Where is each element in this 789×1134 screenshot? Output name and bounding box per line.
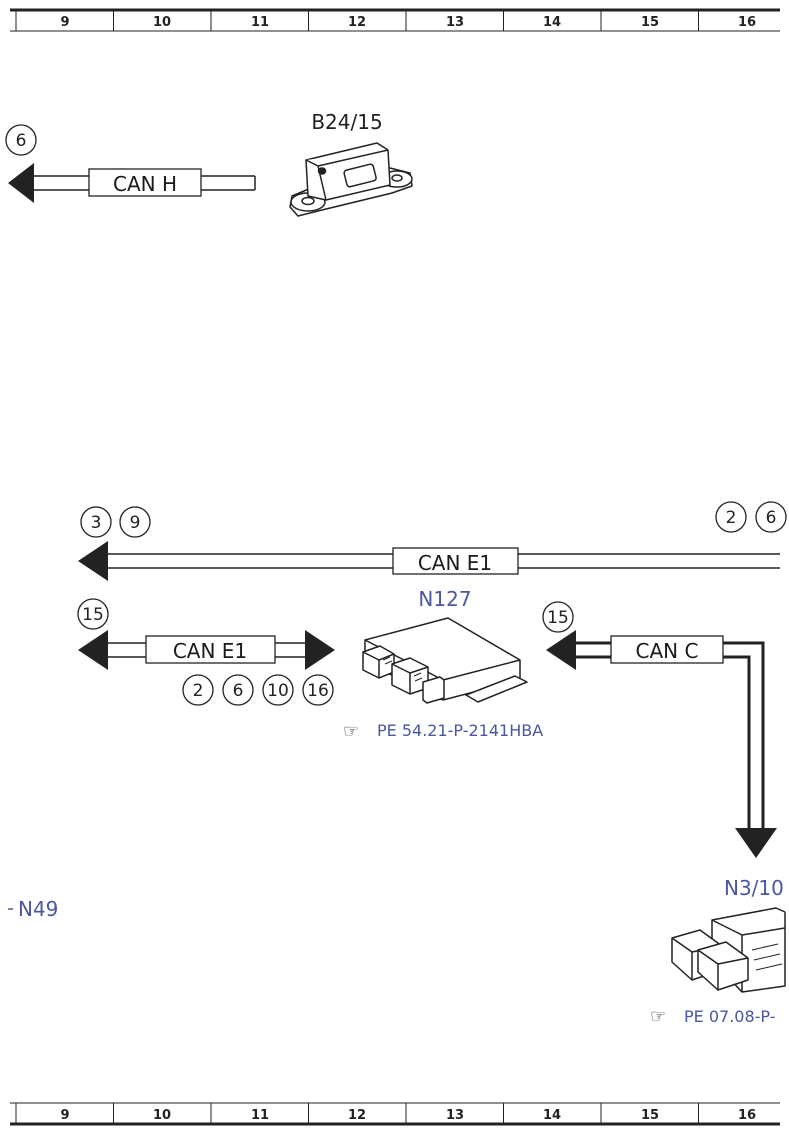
ruler-col-12: 12 [348, 15, 366, 30]
ruler-col-15: 15 [641, 15, 659, 30]
ref-circle-label: 15 [82, 605, 104, 625]
ruler-col-14: 14 [543, 15, 561, 30]
ruler-col-9: 9 [60, 1108, 69, 1123]
can-e1-mid-bus: 15 CAN E1 2 6 10 16 [77, 598, 335, 706]
ruler-col-16: 16 [738, 1108, 756, 1123]
n49-label: N49 [18, 897, 58, 921]
can-e1-top-label: CAN E1 [418, 551, 492, 575]
top-ruler: 9 10 11 12 13 14 15 16 [10, 8, 780, 32]
reference-hand-icon: ☞ [650, 1006, 666, 1027]
ref-circle [715, 501, 747, 533]
ref-circle-label: 6 [766, 508, 777, 528]
ref-circle [542, 601, 574, 633]
ref-circle-label: 6 [16, 131, 27, 151]
engine-control-unit-icon [671, 907, 786, 993]
ruler-col-10: 10 [153, 15, 171, 30]
ref-circle [262, 674, 294, 706]
ruler-col-9: 9 [60, 15, 69, 30]
ref-circle-label: 3 [91, 513, 102, 533]
ref-circle [119, 506, 151, 538]
arrow-left-icon [8, 163, 34, 203]
n3-10-label: N3/10 [724, 876, 784, 900]
ref-circle [80, 506, 112, 538]
ruler-col-13: 13 [446, 1108, 464, 1123]
b24-15-label: B24/15 [311, 110, 382, 134]
can-c-bus: 15 CAN C [542, 601, 777, 858]
can-e1-top-bus: 3 9 2 6 CAN E1 [78, 501, 787, 581]
can-h-bus: 6 CAN H [5, 124, 256, 203]
bus-label-box [88, 168, 202, 197]
ruler-col-11: 11 [251, 15, 269, 30]
can-e1-mid-label: CAN E1 [173, 639, 247, 663]
n127-component: N127 ☞ PE 54.21-P-2141HBA [343, 587, 543, 742]
ruler-col-10: 10 [153, 1108, 171, 1123]
arrow-left-icon [546, 630, 576, 670]
can-h-label: CAN H [113, 172, 177, 196]
ref-circle [222, 674, 254, 706]
ref-circle-label: 15 [547, 608, 569, 628]
ref-circle [77, 598, 109, 630]
n127-label: N127 [418, 587, 471, 611]
ref-circle-label: 2 [726, 508, 737, 528]
n3-10-reference: PE 07.08-P- [684, 1007, 776, 1026]
arrow-left-icon [78, 630, 108, 670]
b24-15-component: B24/15 [289, 110, 413, 217]
ruler-col-14: 14 [543, 1108, 561, 1123]
ref-circle [5, 124, 37, 156]
ref-circle-label: 10 [267, 681, 289, 701]
bus-label-box [392, 547, 519, 575]
arrow-left-icon [78, 541, 108, 581]
arrow-right-icon [305, 630, 335, 670]
arrow-down-icon [735, 828, 777, 858]
n127-reference: PE 54.21-P-2141HBA [377, 721, 543, 740]
ref-circle-label: 6 [233, 681, 244, 701]
control-unit-icon [362, 617, 528, 704]
ruler-col-15: 15 [641, 1108, 659, 1123]
ref-circle-label: 9 [130, 513, 141, 533]
n3-10-component: N3/10 ☞ PE 07.08-P- [650, 876, 786, 1027]
bus-label-box [610, 635, 724, 664]
ref-circle [182, 674, 214, 706]
reference-hand-icon: ☞ [343, 721, 359, 742]
ruler-col-11: 11 [251, 1108, 269, 1123]
ruler-col-16: 16 [738, 15, 756, 30]
ref-circle [302, 674, 334, 706]
ref-circle-label: 2 [193, 681, 204, 701]
n49-component: N49 [8, 897, 58, 921]
ruler-col-13: 13 [446, 15, 464, 30]
ruler-col-12: 12 [348, 1108, 366, 1123]
bottom-ruler: 9 10 11 12 13 14 15 16 [10, 1102, 780, 1126]
can-c-label: CAN C [636, 639, 699, 663]
sensor-icon [289, 142, 413, 217]
ref-circle-label: 16 [307, 681, 329, 701]
ref-circle [755, 501, 787, 533]
bus-label-box [145, 635, 276, 664]
